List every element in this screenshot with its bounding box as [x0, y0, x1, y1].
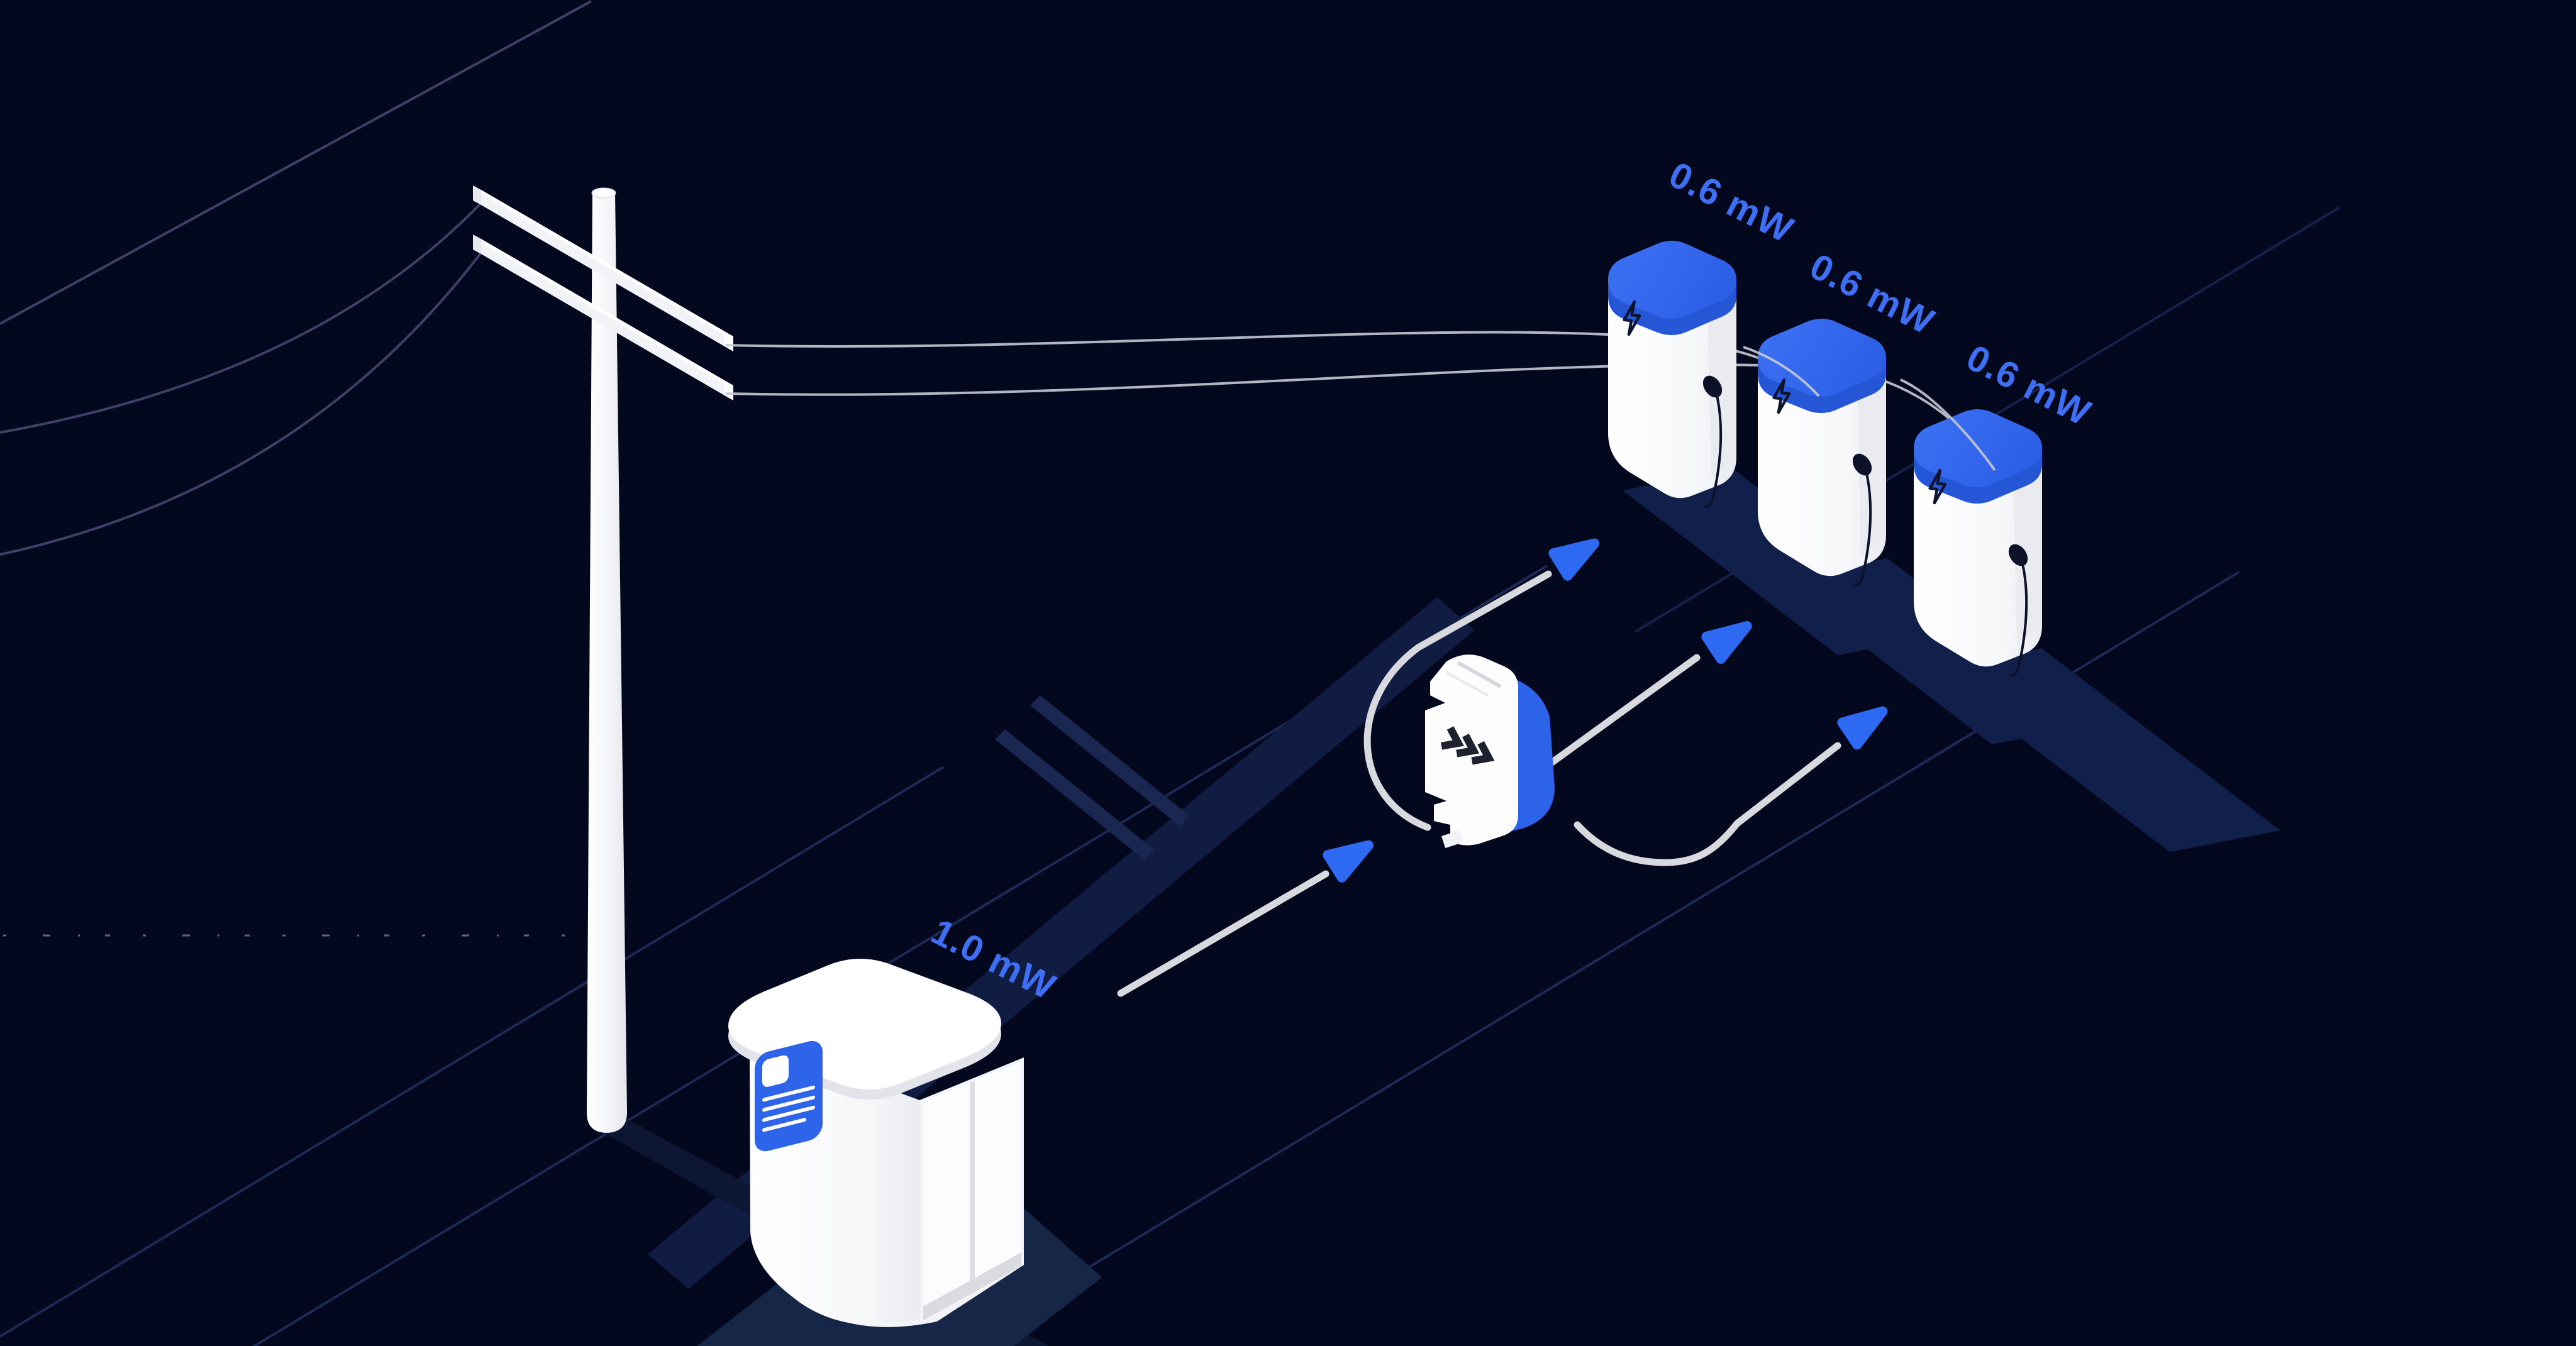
silhouette-crossarm-2: [1030, 695, 1190, 826]
silhouette-crossarm-1: [995, 729, 1155, 860]
charger-plug: [2008, 544, 2028, 566]
service-wire-overlays: [1743, 346, 1996, 472]
charging-cable: [1853, 473, 1872, 586]
charger-body: [1608, 285, 1736, 499]
charger-plug: [1852, 453, 1872, 476]
sagging-wire-2: [0, 249, 484, 556]
door-base-strip: [923, 1252, 1021, 1320]
flow-line-device-to-charger-3: [1574, 742, 1841, 866]
lightning-bolt-icon: [1928, 468, 1947, 505]
charger-top-face: [1608, 241, 1736, 319]
utility-pole: [473, 185, 733, 1133]
charger-right-face: [2013, 455, 2042, 647]
device-top-groove-2: [1446, 671, 1489, 697]
flow-arrows: [1117, 538, 1888, 997]
charger-3-shadow: [1931, 648, 2280, 852]
pole-crossarm-upper: [473, 185, 733, 351]
service-wire-to-charger-3: [725, 363, 1996, 472]
device-rail-foot: [1441, 830, 1463, 849]
overhead-wire-upper-left: [0, 0, 592, 325]
flow-line-device-to-charger-1: [1363, 570, 1552, 831]
flow-arrowhead-icon-1: [1323, 840, 1374, 883]
ev-charger-1: [1608, 241, 1736, 508]
transformer-cabinet: [728, 959, 1024, 1327]
flow-arrowhead-icon-3: [1701, 621, 1752, 664]
flow-line-device-to-charger-2: [1540, 654, 1701, 772]
ev-charger-2: [1758, 319, 1886, 586]
charger-plug: [1702, 375, 1723, 398]
wire-over-charger-2-top: [1743, 346, 1820, 397]
ground-line-1: [0, 766, 945, 1338]
charger-right-face: [1857, 364, 1886, 556]
charging-cable: [2009, 563, 2028, 676]
label-sign-icon: [755, 1040, 823, 1152]
wire-over-charger-3-top: [1900, 378, 1996, 472]
load-balancer-device: [1425, 654, 1555, 849]
charger-right-face: [1707, 286, 1736, 478]
charging-cable: [1704, 395, 1723, 508]
pole-shaft: [586, 192, 628, 1133]
flow-arrowhead-icon-2: [1548, 538, 1599, 581]
pole-top-cap: [591, 187, 616, 199]
flow-arrowhead-icon-4: [1837, 706, 1888, 750]
charger-body: [1758, 363, 1886, 576]
charger-top-face: [1758, 319, 1886, 397]
triple-chevron-icon: [1440, 726, 1495, 765]
device-top-groove: [1457, 661, 1502, 688]
transformer-doors: [923, 1061, 1021, 1320]
lightning-bolt-icon: [1772, 378, 1791, 414]
ev-chargers: [1608, 241, 2042, 676]
lightning-bolt-icon: [1623, 300, 1641, 336]
pole-crossarm-lower: [473, 234, 733, 400]
flow-line-transformer-to-device: [1117, 870, 1330, 997]
sagging-wire-1: [0, 200, 484, 434]
charger-body: [1914, 453, 2042, 667]
